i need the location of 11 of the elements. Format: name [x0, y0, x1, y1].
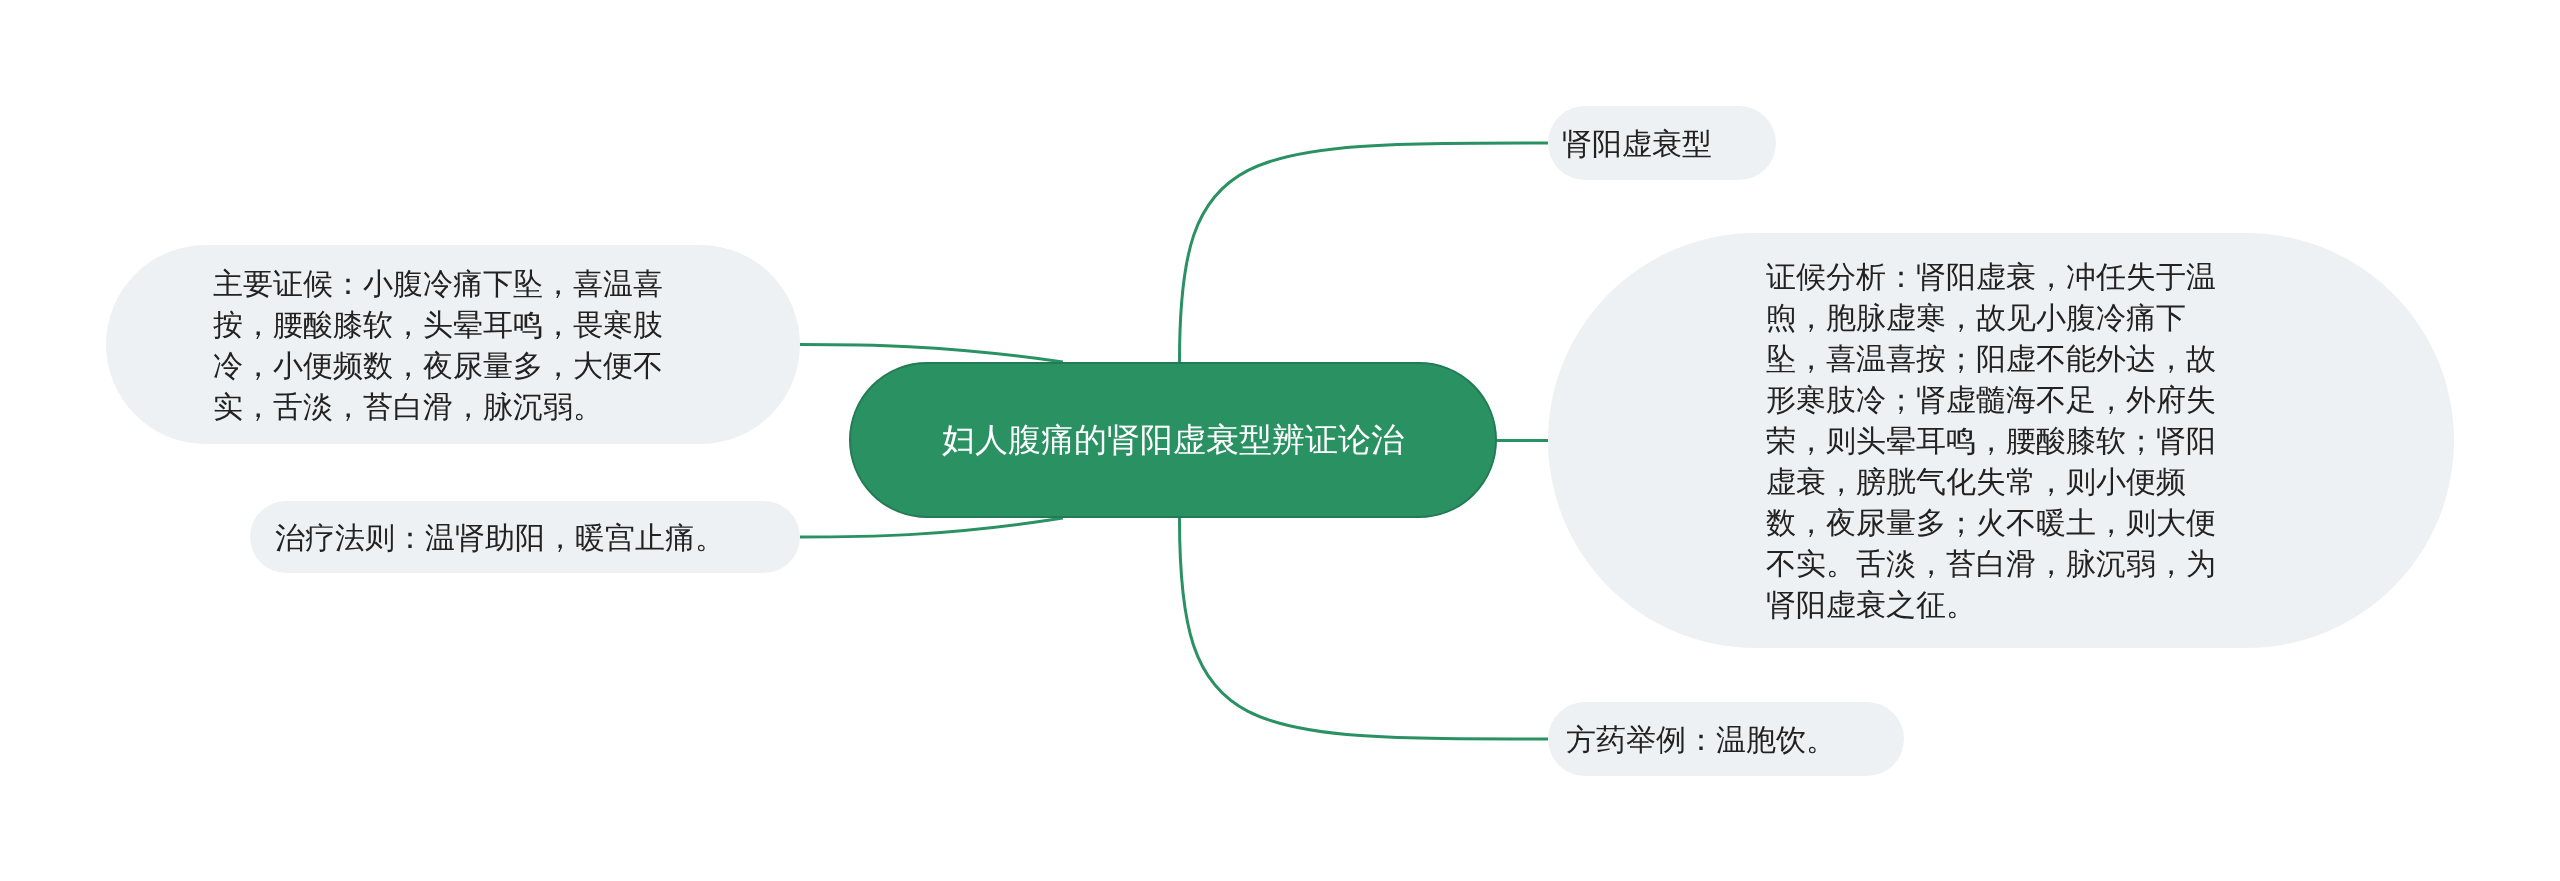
connector-line — [1178, 141, 1548, 363]
connector-line — [800, 343, 1064, 364]
topic-text: 治疗法则：温肾助阳，暖宫止痛。 — [275, 518, 726, 557]
connector-line — [1497, 439, 1548, 442]
topic-text: 肾阳虚衰型 — [1562, 124, 1713, 163]
connector-line — [1178, 517, 1548, 741]
topic-text: 方药举例：温胞饮。 — [1566, 720, 1837, 759]
topic-text: 证候分析：肾阳虚衰，冲任失于温煦，胞脉虚寒，故见小腹冷痛下坠，喜温喜按；阳虚不能外达，故形寒肢冷；肾虚髓海不足，外府失荣，则头晕耳鸣，腰酸膝软；肾阳虚衰，膀胱气化失常，则小便频数，夜尿量多；火不暖土，则大便不实。舌淡，苔白滑，脉沉弱，为肾阳虚衰之征。 — [1766, 258, 2217, 624]
connector-line — [800, 516, 1064, 539]
topic-text: 主要证候：小腹冷痛下坠，喜温喜按，腰酸膝软，头晕耳鸣，畏寒肢冷，小便频数，夜尿量多，大便不实，舌淡，苔白滑，脉沉弱。 — [213, 264, 664, 426]
topic-text: 妇人腹痛的肾阳虚衰型辨证论治 — [941, 419, 1405, 461]
